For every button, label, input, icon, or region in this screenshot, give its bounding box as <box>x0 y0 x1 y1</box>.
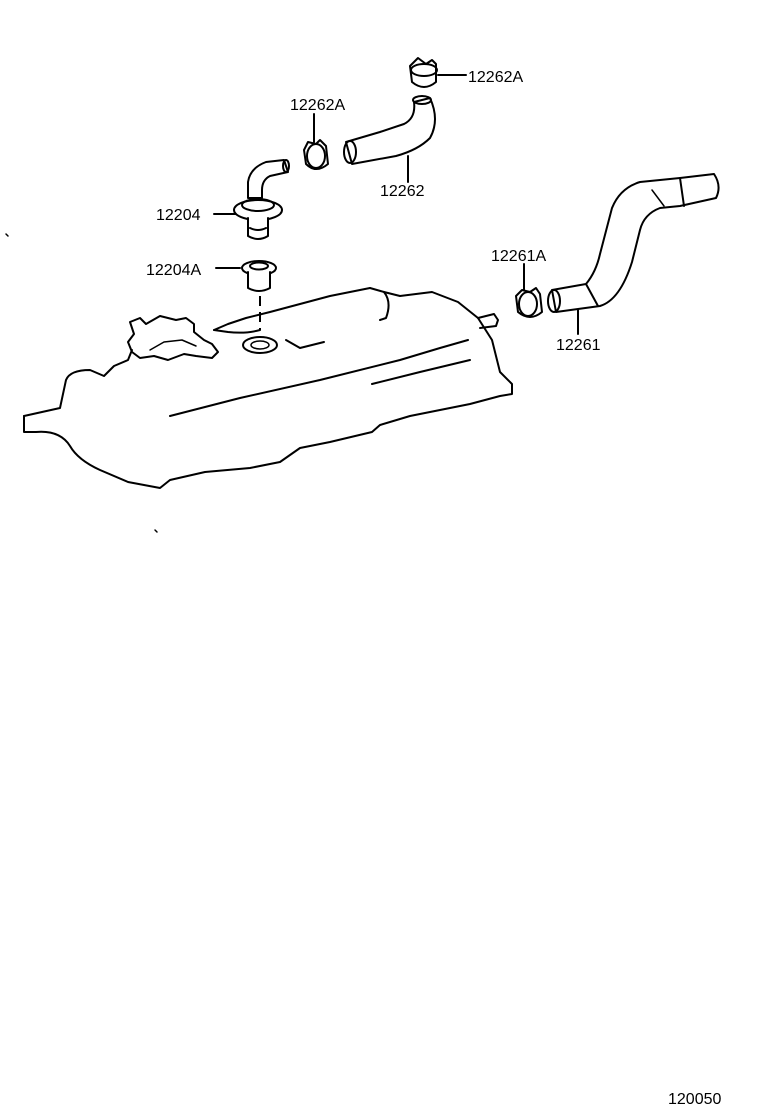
clamp-right <box>515 287 543 318</box>
clamp-left <box>303 139 329 170</box>
label-clamp-top: 12262A <box>468 69 523 86</box>
clamp-top <box>409 57 438 88</box>
pcv-valve <box>233 159 290 240</box>
label-pcv-valve: 12204 <box>156 207 201 224</box>
label-hose-upper: 12262 <box>380 183 425 200</box>
label-clamp-left: 12262A <box>290 97 345 114</box>
cylinder-head-cover <box>5 233 513 533</box>
label-clamp-right: 12261A <box>491 248 546 265</box>
label-hose-lower: 12261 <box>556 337 601 354</box>
grommet <box>241 260 277 292</box>
figure-number: 120050 <box>668 1091 721 1108</box>
label-grommet: 12204A <box>146 262 201 279</box>
hose-upper <box>343 95 436 165</box>
hose-lower <box>547 173 720 313</box>
